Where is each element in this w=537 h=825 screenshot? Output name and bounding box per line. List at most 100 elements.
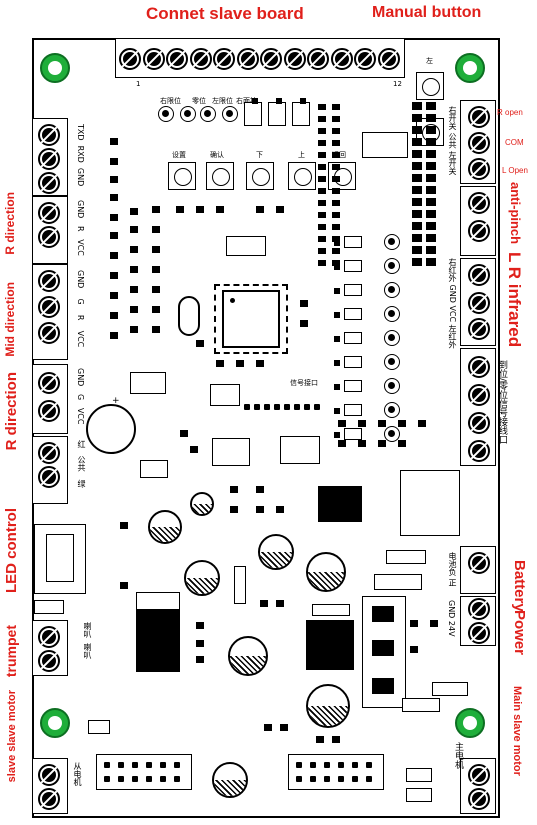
smd-pad <box>378 420 386 427</box>
indicator-led-3 <box>200 106 216 122</box>
smd-pad <box>110 252 118 259</box>
mid-dir-pin-labels: GND G R VCC <box>76 270 85 347</box>
smd-pad <box>130 246 138 253</box>
smd-pad <box>130 226 138 233</box>
r-dir2-pin-labels: GND G VCC <box>76 368 85 424</box>
ic-top-right <box>362 132 408 158</box>
smd-pad <box>300 320 308 327</box>
terminal-screw <box>307 48 329 70</box>
connector-pin <box>118 776 124 782</box>
terminal-screw <box>38 226 60 248</box>
terminal-screw <box>468 356 490 378</box>
smd-pad <box>318 152 326 158</box>
key-confirm-button[interactable] <box>206 162 234 190</box>
connector-pin <box>366 762 372 768</box>
key-set-button[interactable] <box>168 162 196 190</box>
button-left-mark: 左 <box>426 57 433 65</box>
connector-pin <box>352 776 358 782</box>
pin-vcc-m: VCC <box>76 330 85 348</box>
pin-vcc-r: VCC <box>76 239 85 256</box>
ir-indicator-led <box>384 282 400 298</box>
smd-pad <box>426 258 436 266</box>
label-battery: Battery <box>511 560 528 612</box>
smd-pad <box>412 174 422 182</box>
r-dir-pin-labels: GND R VCC <box>76 200 85 256</box>
diode <box>234 566 246 604</box>
smd-pad <box>152 206 160 213</box>
key-down-button[interactable] <box>246 162 274 190</box>
pin-gnd-r2: GND <box>76 368 85 387</box>
connector-pin <box>174 762 180 768</box>
terminal-screw <box>354 48 376 70</box>
terminal-screw <box>260 48 282 70</box>
manual-button-left[interactable] <box>416 72 444 100</box>
terminal-screw <box>468 764 490 786</box>
indicator-led-1 <box>158 106 174 122</box>
smd-pad <box>110 214 118 221</box>
connector-pin <box>146 762 152 768</box>
key-confirm-label: 确认 <box>210 151 224 159</box>
connector-pin <box>324 762 330 768</box>
pad <box>300 98 306 104</box>
smd-pad <box>412 150 422 158</box>
smd-pad <box>332 116 340 122</box>
chip-top-3 <box>292 102 310 126</box>
pin-red: 红 <box>77 440 86 448</box>
smd-pad <box>256 506 264 513</box>
pin-r: R <box>76 225 85 232</box>
diode <box>312 604 350 616</box>
resistor <box>344 236 362 248</box>
ir-indicator-led <box>384 354 400 370</box>
terminal-screw <box>38 650 60 672</box>
pin-switch-common: 公共 <box>448 132 457 149</box>
smd-pad <box>318 140 326 146</box>
diode <box>402 698 440 712</box>
pin-gnd-1: GND <box>76 167 85 187</box>
label-led-control: LED control <box>3 508 20 593</box>
smd-pad <box>130 266 138 273</box>
terminal-screw <box>468 412 490 434</box>
smd-pad <box>180 430 188 437</box>
smd-pad <box>130 306 138 313</box>
label-connect-slave-board: Connet slave board <box>146 4 304 23</box>
smd-pad <box>318 164 326 170</box>
via <box>334 288 340 294</box>
smd-pad <box>130 326 138 333</box>
smd-pad <box>196 206 204 213</box>
top-silk-1: 右限位 <box>160 97 181 105</box>
via <box>334 408 340 414</box>
smd-pad <box>412 258 422 266</box>
label-trumpet: trumpet <box>3 625 19 678</box>
smd-pad <box>276 506 284 513</box>
header-pin <box>294 404 300 410</box>
header-pin <box>304 404 310 410</box>
ir-indicator-led <box>384 402 400 418</box>
pin-horn-2: 喇叭 <box>83 643 92 660</box>
pin-g-r2: G <box>76 393 85 401</box>
smd-pad <box>318 104 326 110</box>
smd-pad <box>110 158 118 165</box>
smd-pad <box>318 212 326 218</box>
terminal-screw <box>142 48 165 70</box>
smd-pad <box>426 210 436 218</box>
terminal-screw <box>38 202 60 224</box>
terminal-screw <box>38 322 60 344</box>
header-pin <box>284 404 290 410</box>
smd-pad <box>110 292 118 299</box>
connector-pin <box>146 776 152 782</box>
signal-port-label: 到位/零位信号接线口 <box>497 360 507 445</box>
pin-gnd-ir: GND <box>448 284 457 303</box>
terminal-screw <box>468 788 490 810</box>
key-up-button[interactable] <box>288 162 316 190</box>
top-silk-3: 左限位 <box>212 97 233 105</box>
mount-hole-bottom-left <box>40 708 70 738</box>
smd-pad <box>300 300 308 307</box>
pin-g-m: G <box>76 298 85 305</box>
ir-indicator-led <box>384 378 400 394</box>
slave-motor-silk: 从电机 <box>73 762 82 786</box>
label-slave-slave-motor: slave slave motor <box>6 690 18 783</box>
resistor <box>344 404 362 416</box>
connector-pin-12: 12 <box>393 80 402 88</box>
small-relay <box>212 438 250 466</box>
smd-pad <box>358 440 366 447</box>
